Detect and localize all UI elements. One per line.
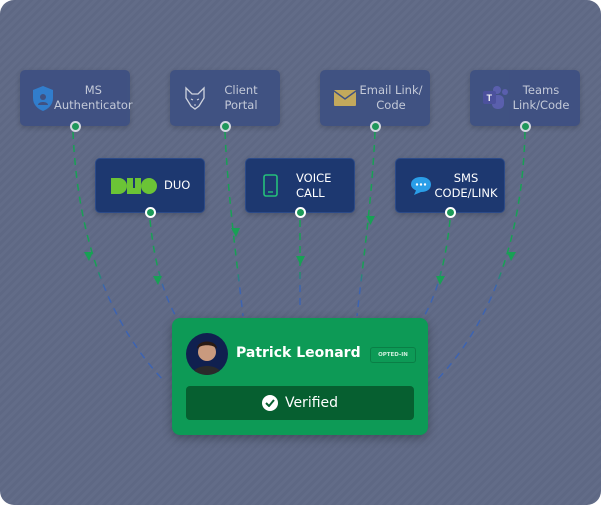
svg-text:T: T <box>487 93 493 103</box>
phone-icon <box>258 173 284 199</box>
opted-in-badge: OPTED-IN <box>370 347 416 363</box>
chat-bubble-icon <box>408 173 434 199</box>
connector-ms-authenticator <box>72 131 166 383</box>
connector-node <box>219 121 231 132</box>
connector-node <box>144 207 156 218</box>
connector-node <box>444 207 456 218</box>
connector-teams <box>434 131 526 383</box>
duo-logo <box>110 173 158 199</box>
method-ms-authenticator[interactable]: MS Authenticator <box>20 70 133 132</box>
connector-node <box>294 207 306 218</box>
avatar <box>186 333 228 375</box>
method-duo[interactable]: DUO <box>95 158 205 218</box>
connector-node <box>69 121 81 132</box>
connector-node <box>519 121 531 132</box>
method-label: Email Link/ Code <box>359 83 423 112</box>
connector-sms <box>421 219 451 321</box>
method-label: Client Portal <box>224 83 258 112</box>
verified-label: Verified <box>284 395 339 411</box>
method-label: SMS CODE/LINK <box>434 170 498 200</box>
wolf-icon <box>182 85 208 111</box>
shield-lock-icon <box>32 85 54 111</box>
connector-email <box>356 131 376 317</box>
method-label: VOICE CALL <box>296 170 332 200</box>
connector-duo <box>149 219 179 321</box>
envelope-icon <box>332 85 358 111</box>
method-label: DUO <box>164 178 191 192</box>
user-name: Patrick Leonard <box>236 345 361 361</box>
user-card: Patrick Leonard OPTED-IN Verified <box>172 318 428 435</box>
connector-node <box>369 121 381 132</box>
method-sms[interactable]: SMS CODE/LINK <box>395 158 505 218</box>
method-teams[interactable]: T Teams Link/Code <box>470 70 580 132</box>
check-circle-icon <box>261 395 278 411</box>
teams-icon: T <box>482 85 508 111</box>
connector-client-portal <box>224 131 244 317</box>
method-client-portal[interactable]: Client Portal <box>170 70 280 132</box>
method-email[interactable]: Email Link/ Code <box>320 70 430 132</box>
method-label: MS Authenticator <box>54 83 133 112</box>
arrow-icons <box>84 216 516 285</box>
method-label: Teams Link/Code <box>512 83 570 112</box>
verified-status: Verified <box>186 386 414 420</box>
method-voice-call[interactable]: VOICE CALL <box>245 158 355 218</box>
